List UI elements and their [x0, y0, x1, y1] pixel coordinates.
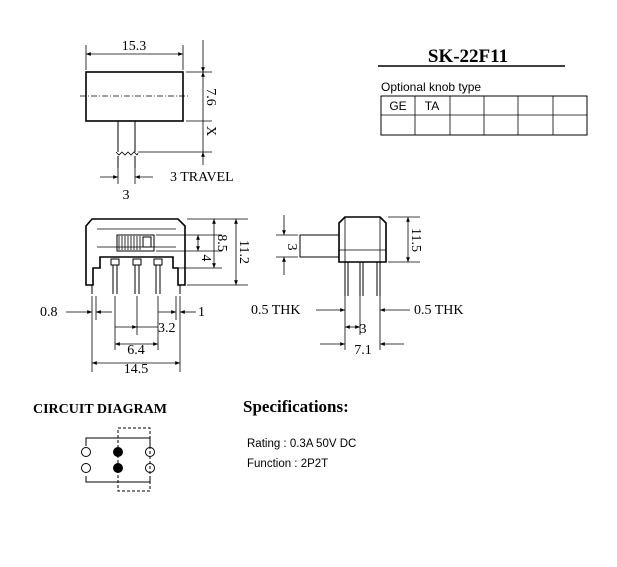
terminal-2: [81, 463, 91, 473]
front-view: 0.8 1 3.2 6.4 14.5 4 8.5 11.2: [40, 218, 251, 377]
knob-type-ge: GE: [389, 99, 406, 113]
specifications-title: Specifications:: [243, 397, 349, 416]
front-pin-spacing-label: 3.2: [158, 321, 176, 336]
terminal-1: [81, 447, 91, 457]
side-depth-label: 7.1: [354, 343, 372, 358]
top-view-body: [85, 71, 184, 122]
front-pin-span-label: 6.4: [127, 343, 145, 358]
rating-text: Rating : 0.3A 50V DC: [247, 438, 356, 450]
front-total-height-label: 11.2: [236, 240, 251, 264]
terminal-common-1: [113, 447, 123, 457]
side-view-housing: [338, 216, 387, 263]
terminal-4: [145, 463, 155, 473]
top-width-label: 15.3: [122, 39, 147, 54]
side-knob: [299, 234, 340, 258]
terminal-3: [145, 447, 155, 457]
front-pitch-left-label: 0.8: [40, 305, 58, 320]
side-total-height-label: 11.5: [408, 228, 423, 252]
shaft-x-label: X: [203, 126, 218, 136]
shaft-width-label: 3: [123, 188, 130, 203]
side-thk-left-label: 0.5 THK: [251, 303, 301, 318]
front-total-width-label: 14.5: [124, 362, 149, 377]
terminal-common-2: [113, 463, 123, 473]
part-number: SK-22F11: [428, 46, 508, 67]
function-text: Function : 2P2T: [247, 458, 328, 470]
part-number-block: SK-22F11: [378, 46, 565, 67]
top-height-label: 7.6: [203, 88, 218, 106]
side-view: 3 11.5 0.5 THK 0.5 THK 3 7.1: [251, 215, 464, 358]
circuit-diagram: CIRCUIT DIAGRAM: [33, 402, 167, 492]
optional-knob-table: Optional knob type GE TA: [380, 80, 588, 136]
knob-table-caption: Optional knob type: [381, 80, 481, 94]
side-pin-pitch-label: 3: [360, 322, 367, 337]
front-pin-offset-label: 1: [198, 305, 205, 320]
front-knob: [116, 234, 155, 252]
specifications: Specifications: Rating : 0.3A 50V DC Fun…: [243, 397, 356, 470]
front-view-housing: [85, 218, 186, 286]
front-body-height-label: 8.5: [214, 234, 229, 252]
travel-label: 3 TRAVEL: [170, 170, 234, 185]
knob-type-ta: TA: [425, 99, 439, 113]
slider-outline: [117, 427, 151, 492]
side-thk-right-label: 0.5 THK: [414, 303, 464, 318]
circuit-diagram-title: CIRCUIT DIAGRAM: [33, 402, 167, 417]
front-knob-height-label: 4: [198, 255, 213, 262]
side-knob-size-label: 3: [284, 244, 299, 251]
top-view: 15.3 7.6 X 3 3 TRAVEL: [80, 39, 234, 203]
